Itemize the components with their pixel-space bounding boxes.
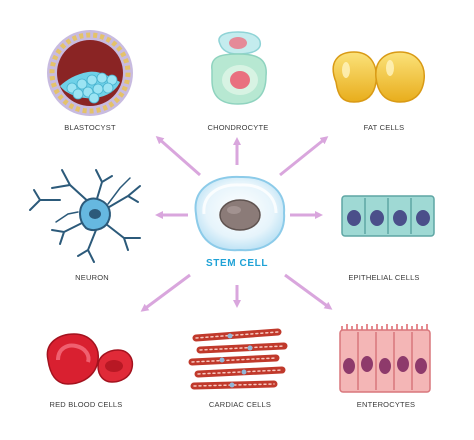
cardiac-cells-label: CARDIAC CELLS — [208, 400, 272, 409]
cardiac-cells-icon — [188, 328, 288, 390]
blastocyst-label: BLASTOCYST — [64, 123, 116, 132]
fat-cells-label: FAT CELLS — [363, 123, 405, 132]
chondrocyte-icon — [211, 31, 267, 105]
fat-cells-icon — [332, 51, 425, 103]
epithelial-cells-label: EPITHELIAL CELLS — [348, 273, 420, 282]
neuron-soma — [78, 197, 111, 231]
blastocyst-icon — [47, 30, 133, 116]
arrow-to-fat-cells — [279, 136, 329, 177]
enterocytes-icon — [339, 324, 431, 393]
epithelial-cells-icon — [341, 195, 435, 237]
neuron-label: NEURON — [75, 273, 109, 282]
arrow-to-enterocytes — [284, 273, 333, 310]
stem-cell-icon — [194, 175, 286, 252]
enterocytes-label: ENTEROCYTES — [356, 400, 416, 409]
red-blood-cells-label: RED BLOOD CELLS — [49, 400, 123, 409]
chondrocyte-label: CHONDROCYTE — [207, 123, 269, 132]
differentiation-arrows — [140, 136, 333, 312]
arrow-to-red-blood-cells — [140, 273, 191, 312]
stem-cell-label: STEM CELL — [205, 258, 269, 269]
neuron-icon — [29, 169, 141, 263]
arrow-to-blastocyst — [155, 136, 201, 177]
red-blood-cells-icon — [46, 333, 134, 385]
